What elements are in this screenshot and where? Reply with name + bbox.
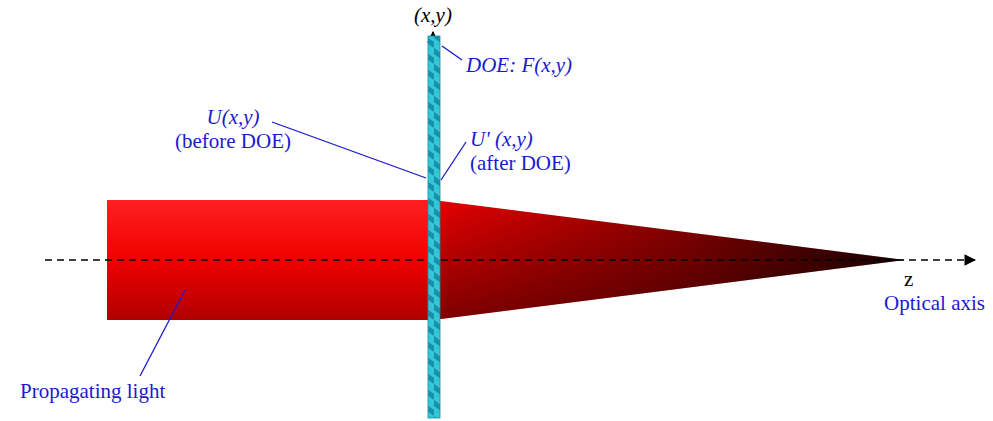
field-label: U(x,y) — [206, 106, 259, 129]
field-note: (after DOE) — [470, 152, 571, 175]
field-note: (before DOE) — [175, 130, 291, 153]
leader-line — [272, 122, 426, 178]
optical-axis — [45, 259, 975, 260]
leader-line — [140, 290, 185, 376]
doe-plate — [428, 36, 440, 418]
doe-label: DOE: F(x,y) — [466, 54, 572, 77]
axis-name: Optical axis — [884, 292, 985, 315]
axis-label: (x,y) — [414, 4, 452, 27]
leader-line — [442, 46, 462, 60]
leader-line — [441, 142, 466, 180]
beam-label: Propagating light — [20, 380, 165, 403]
axis-label: z — [904, 268, 913, 291]
field-label: U' (x,y) — [470, 128, 533, 151]
